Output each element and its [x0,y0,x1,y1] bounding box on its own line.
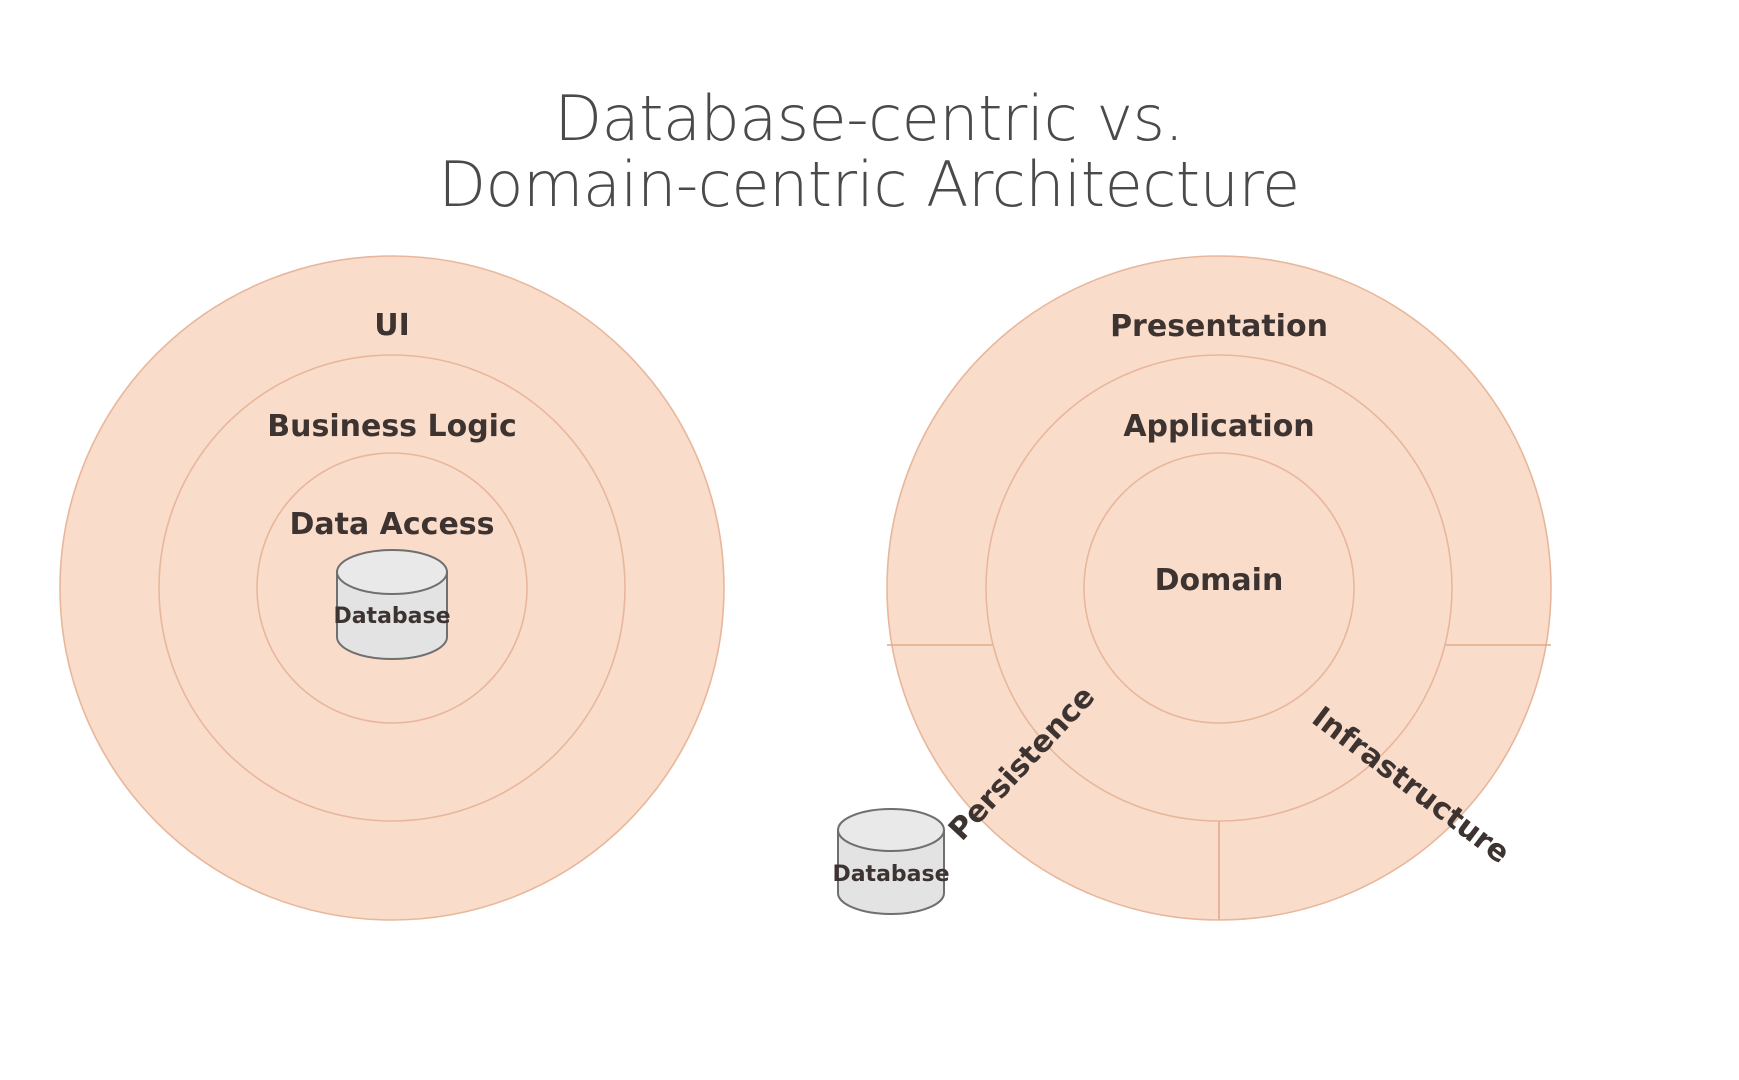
layer-label-domain: Domain [1155,563,1284,598]
title-line-2: Domain-centric Architecture [438,148,1299,221]
database-cylinder-left[interactable]: Database [333,549,451,660]
layer-label-ui: UI [374,308,410,343]
layer-label-application: Application [1123,409,1314,444]
page-title: Database-centric vs. Domain-centric Arch… [438,82,1300,221]
layer-label-business-logic: Business Logic [267,409,517,444]
layer-domain-circle[interactable] [1083,452,1355,724]
database-label-right: Database [832,862,949,887]
database-label-left: Database [333,604,450,629]
database-centric-diagram: UI Business Logic Data Access Database [59,255,725,921]
layer-label-data-access: Data Access [289,507,494,542]
title-line-1: Database-centric vs. [554,82,1183,155]
domain-centric-diagram: Presentation Application Domain Persiste… [832,255,1552,921]
database-cylinder-right[interactable]: Database [832,808,950,915]
layer-label-presentation: Presentation [1110,309,1328,344]
